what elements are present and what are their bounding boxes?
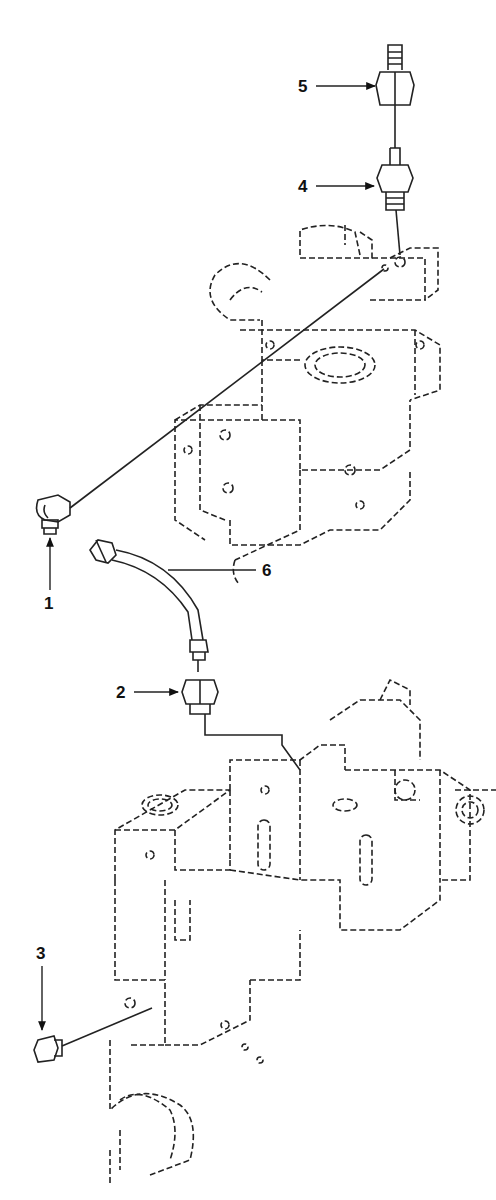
callout-number: 6 bbox=[260, 561, 273, 580]
upper-housing bbox=[175, 225, 440, 585]
callout-number: 1 bbox=[42, 594, 55, 613]
tee-connector bbox=[182, 680, 300, 770]
assembly-line bbox=[70, 269, 384, 508]
hose-fitting bbox=[376, 45, 414, 148]
elbow-fitting bbox=[37, 495, 70, 534]
callout-number: 5 bbox=[296, 77, 309, 96]
pipe-plug bbox=[34, 1008, 152, 1062]
leader-arrow bbox=[42, 86, 375, 1030]
callout-number: 2 bbox=[114, 683, 127, 702]
callout-number: 3 bbox=[34, 944, 47, 963]
lower-housing bbox=[110, 680, 496, 1185]
adapter-fitting bbox=[377, 148, 413, 255]
tube-assembly bbox=[90, 540, 208, 672]
callout-number: 4 bbox=[296, 177, 309, 196]
